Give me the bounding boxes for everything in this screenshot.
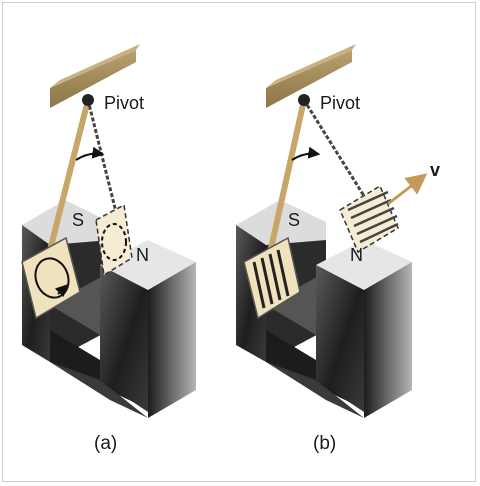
swing-arrow <box>291 146 321 161</box>
swing-arrow <box>75 146 105 161</box>
pendulum-rod <box>265 97 307 265</box>
ceiling-mount-top <box>266 44 356 88</box>
velocity-label: v <box>430 160 440 180</box>
eddy-current-loop-ghost <box>101 223 127 261</box>
figure-frame <box>2 2 476 482</box>
pole-n-label: N <box>136 245 149 265</box>
pendulum-chain <box>86 99 118 213</box>
pivot-label: Pivot <box>320 93 360 113</box>
panel-a: Pivot S N (a) <box>21 44 196 454</box>
pole-s-label: S <box>72 210 84 230</box>
pivot-point <box>298 94 310 106</box>
caption-a: (a) <box>94 433 117 454</box>
plate-ghost <box>95 203 133 277</box>
pendulum-rod <box>44 97 91 265</box>
slotted-plate-ghost <box>339 184 399 254</box>
pendulum-chain <box>302 99 366 197</box>
ceiling-mount <box>266 50 352 108</box>
ceiling-mount <box>50 50 136 108</box>
slotted-plate <box>243 236 301 320</box>
panel-b: Pivot S N v (b) <box>236 44 440 454</box>
pole-s-label: S <box>288 210 300 230</box>
metal-plate <box>21 236 81 320</box>
magnet-b <box>236 200 412 418</box>
pivot-point <box>82 94 94 106</box>
pivot-label: Pivot <box>104 93 144 113</box>
ceiling-mount-top <box>50 44 140 88</box>
pole-n-label: N <box>350 245 363 265</box>
velocity-arrow <box>387 173 428 206</box>
caption-b: (b) <box>313 433 336 454</box>
